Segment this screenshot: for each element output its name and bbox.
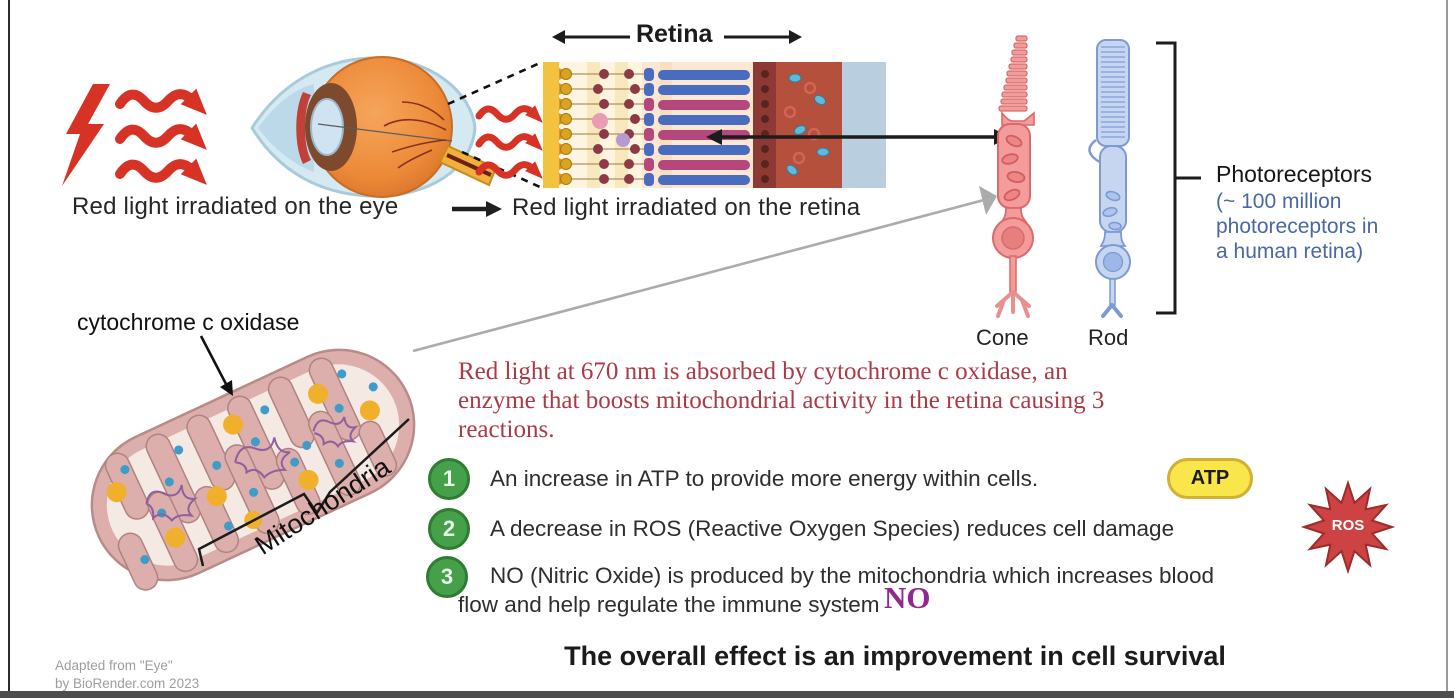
rod-label: Rod (1088, 325, 1129, 350)
credit-line-1: Adapted from "Eye" (55, 658, 173, 673)
atp-badge: ATP (1167, 458, 1253, 499)
reaction-3-number: 3 (426, 556, 468, 598)
mitochondria-illustration (90, 335, 416, 591)
cone-illustration (992, 35, 1035, 318)
photoreceptors-bracket (1156, 41, 1201, 315)
reaction-1-number: 1 (428, 458, 470, 500)
reaction-2-number: 2 (428, 508, 470, 550)
photoreceptors-note: (~ 100 million photoreceptors in a human… (1216, 190, 1379, 264)
eye-illustration (250, 56, 498, 198)
rod-illustration (1088, 39, 1131, 318)
reaction-1-text: An increase in ATP to provide more energ… (490, 466, 1039, 491)
retina-span-arrows (552, 30, 802, 44)
frame-bottom-bar (0, 691, 1454, 698)
reaction-2-text: A decrease in ROS (Reactive Oxygen Speci… (490, 516, 1175, 541)
frame-right-line (1446, 0, 1448, 692)
red-light-waves-small (475, 105, 543, 179)
reaction-3-text-line-1: NO (Nitric Oxide) is produced by the mit… (490, 563, 1215, 588)
retina-cross-section (543, 62, 886, 188)
retina-label: Retina (636, 20, 713, 48)
photoreceptors-title: Photoreceptors (1216, 161, 1372, 187)
lightning-bolt-icon (62, 84, 110, 186)
eye-caption: Red light irradiated on the eye (72, 193, 399, 220)
caption-arrow (452, 201, 502, 217)
credit-line-2: by BioRender.com 2023 (55, 676, 200, 692)
intro-line-1: Red light at 670 nm is absorbed by cytoc… (458, 358, 1068, 385)
intro-line-2: enzyme that boosts mitochondrial activit… (458, 387, 1105, 414)
reaction-3-text-line-2: flow and help regulate the immune system (458, 592, 880, 617)
credit: Adapted from "Eye" by BioRender.com 2023 (55, 657, 199, 693)
ros-starburst (1300, 479, 1396, 575)
conclusion-text: The overall effect is an improvement in … (564, 641, 1226, 671)
retina-caption: Red light irradiated on the retina (512, 194, 861, 221)
red-light-waves-left (115, 88, 207, 185)
ros-badge-label: ROS (1331, 517, 1365, 534)
frame-left-line (8, 0, 10, 692)
cone-label: Cone (976, 325, 1029, 350)
no-badge: NO (884, 580, 931, 615)
mito-to-cone-arrow (412, 186, 997, 353)
cytochrome-c-oxidase-label: cytochrome c oxidase (77, 309, 300, 335)
intro-line-3: reactions. (458, 416, 555, 443)
